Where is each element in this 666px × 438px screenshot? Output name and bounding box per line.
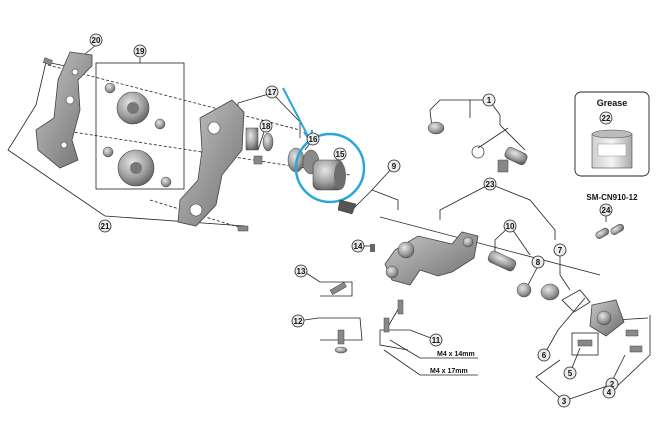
callout-number: 9	[392, 162, 397, 171]
bolts	[329, 244, 404, 354]
callout-number: 24	[602, 206, 611, 215]
callout-number: 5	[568, 369, 573, 378]
tension-parts	[487, 250, 591, 313]
callout-17: 17	[265, 85, 279, 99]
callout-1: 1	[482, 93, 496, 107]
grease-box	[574, 91, 650, 177]
callout-number: 18	[262, 122, 271, 131]
bolt-size-labels: M4 x 14mm M4 x 17mm	[430, 351, 475, 375]
clutch-unit	[302, 149, 346, 191]
callout-number: 17	[268, 88, 277, 97]
bolt-label-14mm: M4 x 14mm	[437, 351, 475, 358]
callout-number: 13	[297, 267, 306, 276]
callout-16: 16	[306, 132, 320, 146]
callout-number: 4	[607, 388, 612, 397]
callout-12: 12	[291, 314, 305, 328]
callout-6: 6	[537, 348, 551, 362]
grease-panel: Grease	[574, 91, 650, 177]
callout-19: 19	[133, 44, 147, 58]
callout-number: 1	[487, 96, 492, 105]
callout-number: 14	[354, 242, 363, 251]
callout-3: 3	[557, 394, 571, 408]
main-body	[337, 199, 479, 286]
bolt-label-17mm: M4 x 17mm	[430, 368, 468, 375]
callout-5: 5	[563, 366, 577, 380]
callout-10: 10	[503, 219, 517, 233]
callout-number: 3	[562, 397, 567, 406]
callout-number: 22	[602, 114, 611, 123]
callout-number: 15	[336, 150, 345, 159]
callout-number: 6	[542, 351, 547, 360]
callout-14: 14	[351, 239, 365, 253]
callout-number: 2	[610, 380, 615, 389]
callout-number: 16	[309, 135, 318, 144]
callout-23: 23	[483, 177, 497, 191]
inner-cage-plate	[35, 51, 93, 169]
pulley-wheels	[102, 82, 172, 188]
cable-adjuster-parts	[427, 121, 528, 173]
callout-11: 11	[429, 333, 443, 347]
callout-number: 8	[536, 258, 541, 267]
callout-number: 12	[294, 317, 303, 326]
callout-number: 10	[506, 222, 515, 231]
grease-label: Grease	[597, 98, 628, 108]
callout-18: 18	[259, 119, 273, 133]
callout-number: 19	[136, 47, 145, 56]
callout-4: 4	[602, 385, 616, 399]
callout-number: 23	[486, 180, 495, 189]
outer-cage-plate	[177, 99, 249, 232]
callout-number: 20	[92, 36, 101, 45]
callout-22: 22	[599, 111, 613, 125]
callout-8: 8	[531, 255, 545, 269]
callout-21: 21	[98, 219, 112, 233]
callout-number: 21	[101, 222, 110, 231]
callout-24: 24	[599, 203, 613, 217]
chain-connector: SM-CN910-12	[586, 193, 638, 239]
callout-number: 7	[558, 246, 563, 255]
chain-label: SM-CN910-12	[586, 193, 638, 202]
leader-lines	[7, 44, 651, 402]
callout-9: 9	[387, 159, 401, 173]
callout-20: 20	[89, 33, 103, 47]
link-assembly	[577, 299, 643, 353]
callout-7: 7	[553, 243, 567, 257]
callout-13: 13	[294, 264, 308, 278]
callout-number: 11	[432, 336, 441, 345]
callout-15: 15	[333, 147, 347, 161]
